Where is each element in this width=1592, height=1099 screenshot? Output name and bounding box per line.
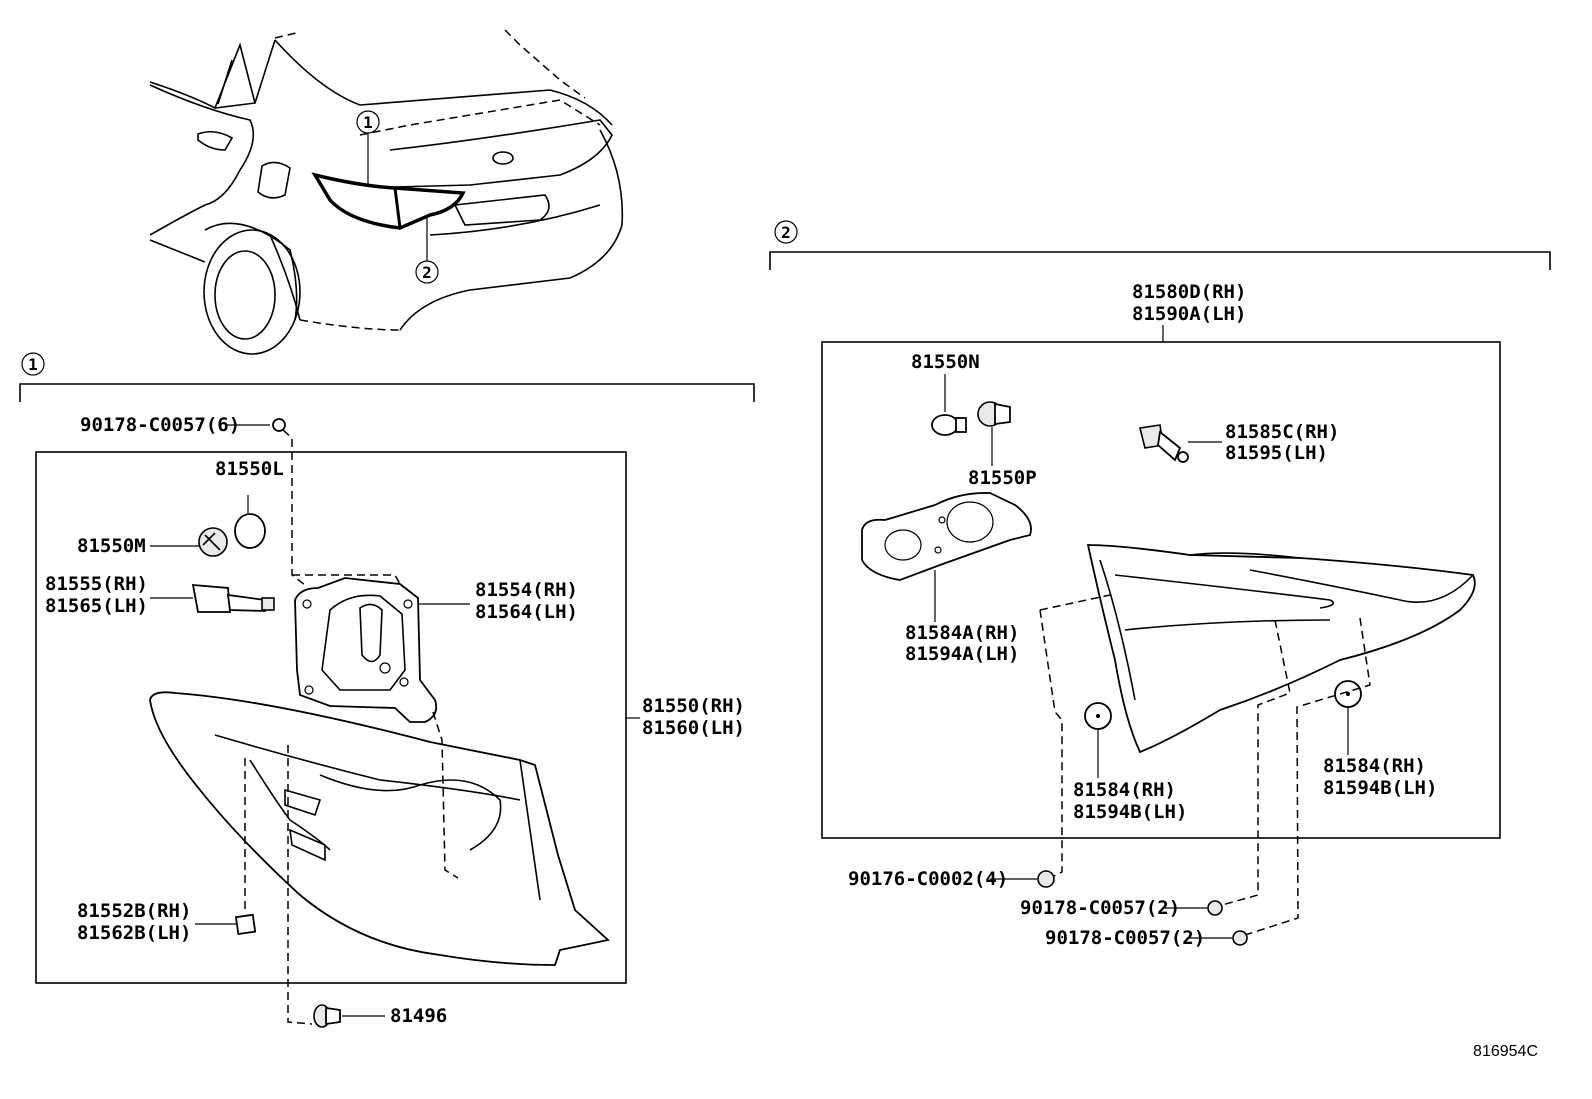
nut-icon (1037, 870, 1055, 888)
bulb-icon (234, 513, 266, 549)
label-nut: 90176-C0002(4) (848, 868, 1008, 890)
car-callout-2: 2 (422, 263, 432, 282)
label-lamp-rh: 81550(RH) (642, 695, 745, 717)
clip-icon (313, 1004, 341, 1028)
group2-header (769, 220, 1551, 270)
group2-callout: 2 (781, 223, 791, 242)
socket-b-icon (977, 401, 1011, 427)
label-gasket-rh: 81554(RH) (475, 579, 578, 601)
label-bulb-b: 81550N (911, 351, 980, 373)
label-plug-lh: 81562B(LH) (77, 922, 191, 944)
bolt-top-icon (272, 418, 286, 432)
car-callout-1: 1 (363, 113, 373, 132)
connector-b-icon (1139, 424, 1189, 463)
connector-icon (191, 584, 275, 613)
gasket-icon (294, 577, 438, 723)
plug-icon (234, 913, 257, 936)
group1-header (19, 352, 755, 402)
bolt-a-icon (1207, 900, 1223, 916)
label-connector-b-rh: 81585C(RH) (1225, 421, 1339, 443)
label-gasket-lh: 81564(LH) (475, 601, 578, 623)
label-connector-lh: 81565(LH) (45, 595, 148, 617)
gasket-b-icon (861, 492, 1032, 581)
label-lamp-lh: 81560(LH) (642, 717, 745, 739)
label-connector-rh: 81555(RH) (45, 573, 148, 595)
label-bulb-a: 81550L (215, 458, 284, 480)
label-socket-b: 81550P (968, 467, 1037, 489)
group1-callout: 1 (28, 355, 38, 374)
label-bolt-a: 90178-C0057(2) (1020, 897, 1180, 919)
tail-lamp-icon (149, 691, 610, 966)
figure-id: 816954C (1473, 1043, 1538, 1060)
label-bolt-b: 90178-C0057(2) (1045, 927, 1205, 949)
label-socket-a: 81550M (77, 535, 146, 557)
label-cushion-right-lh: 81594B(LH) (1323, 777, 1437, 799)
label-connector-b-lh: 81595(LH) (1225, 442, 1328, 464)
label-cushion-left-lh: 81594B(LH) (1073, 801, 1187, 823)
bulb-b-icon (931, 414, 967, 436)
socket-icon (198, 527, 228, 557)
label-cushion-right-rh: 81584(RH) (1323, 755, 1426, 777)
label-bolt-top: 90178-C0057(6) (80, 414, 240, 436)
label-clip: 81496 (390, 1005, 447, 1027)
label-gasket-b-lh: 81594A(LH) (905, 643, 1019, 665)
group2-frame (821, 341, 1501, 839)
label-cushion-left-rh: 81584(RH) (1073, 779, 1176, 801)
label-plug-rh: 81552B(RH) (77, 900, 191, 922)
bolt-b-icon (1232, 930, 1248, 946)
label-assembly-lh: 81590A(LH) (1132, 303, 1246, 325)
label-assembly-rh: 81580D(RH) (1132, 281, 1246, 303)
car-rear-sketch (149, 29, 624, 355)
label-gasket-b-rh: 81584A(RH) (905, 622, 1019, 644)
